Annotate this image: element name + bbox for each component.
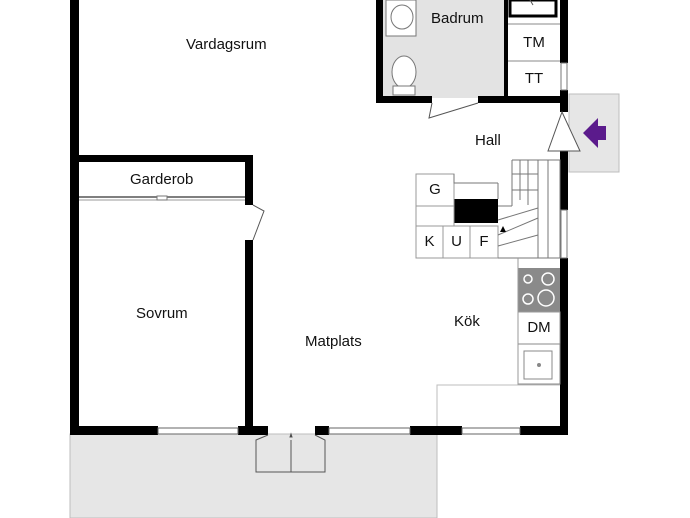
- room-label-matplats: Matplats: [305, 333, 362, 350]
- fixture-label-tt: TT: [524, 70, 544, 87]
- fixture-label-k: K: [424, 233, 435, 250]
- walls: [70, 0, 568, 435]
- toilet: [391, 55, 417, 96]
- windows: [157, 427, 521, 435]
- kitchen-sink: [517, 343, 561, 385]
- fixture-label-dm: DM: [527, 319, 551, 336]
- room-label-hall: Hall: [475, 132, 501, 149]
- shower-corner: [508, 0, 558, 18]
- room-label-vardagsrum: Vardagsrum: [186, 36, 267, 53]
- staircase: [453, 159, 561, 259]
- bedroom-door: [252, 204, 265, 241]
- room-label-kok: Kök: [454, 313, 480, 330]
- entrance-door: [547, 110, 581, 152]
- stove-burners: [522, 272, 555, 307]
- kitchen-window: [560, 209, 568, 259]
- kitchen-floor-outline: [436, 384, 568, 434]
- storage-boxes: [415, 173, 499, 259]
- fixture-label-u: U: [451, 233, 462, 250]
- stove: [518, 268, 560, 312]
- dishwasher-box: [517, 311, 561, 345]
- bathroom-door: [428, 102, 479, 119]
- terrace-door: [255, 432, 326, 473]
- sink: [385, 0, 417, 37]
- fixture-label-g: G: [429, 181, 441, 198]
- entrance-arrow-icon: [583, 118, 606, 148]
- room-label-badrum: Badrum: [431, 10, 484, 27]
- fixture-label-tm: TM: [523, 34, 545, 51]
- terrace: [69, 433, 438, 518]
- bathroom-window: [560, 62, 568, 91]
- fixture-label-f: F: [479, 233, 489, 250]
- room-label-sovrum: Sovrum: [136, 305, 188, 322]
- garderob-rail: [156, 195, 168, 201]
- room-label-garderob: Garderob: [130, 171, 194, 188]
